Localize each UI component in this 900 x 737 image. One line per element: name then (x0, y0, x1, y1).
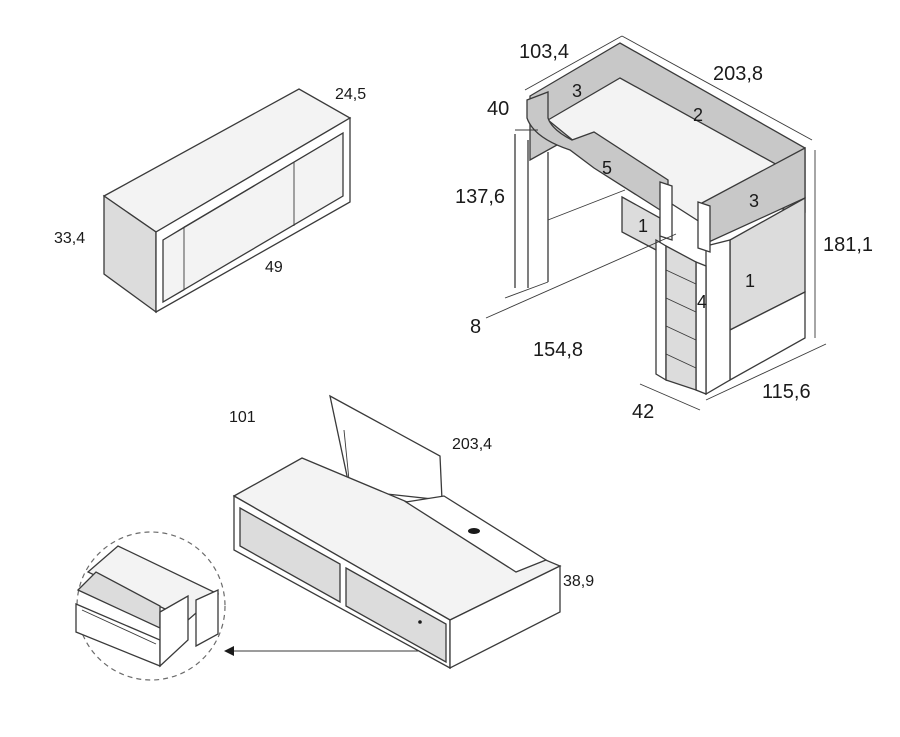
loft-total-height-label: 181,1 (823, 234, 873, 256)
shelf-height-label: 33,4 (54, 230, 85, 247)
ladder-left-rail (655, 238, 667, 382)
dim-length-line (621, 35, 813, 141)
bed-end-face (449, 564, 561, 670)
part-label: 3 (749, 191, 759, 211)
loft-desk-line (547, 189, 626, 221)
loft-side-depth-label: 115,6 (762, 381, 811, 403)
ladder-post-left (659, 181, 673, 241)
ladder-step (665, 325, 697, 341)
detail-frame-side (195, 588, 219, 648)
loft-depth-label: 103,4 (519, 41, 569, 63)
arrow-left-icon (224, 646, 234, 656)
dim-ladder-line (639, 383, 701, 411)
dim-side-line (705, 343, 827, 401)
ladder-step (665, 353, 697, 369)
bed-desk-flap (404, 495, 548, 573)
bed-height-label: 38,9 (563, 573, 594, 590)
loft-rail-height-label: 40 (487, 98, 509, 120)
loft-length-label: 203,8 (713, 63, 763, 85)
part-label: 4 (697, 292, 707, 312)
ladder-right-rail (695, 261, 707, 395)
drawer-knob-icon (418, 620, 422, 624)
part-label: 3 (572, 81, 582, 101)
bed-width-label: 101 (229, 409, 256, 426)
drawer-detail (75, 531, 226, 681)
bed-length-label: 203,4 (452, 436, 492, 453)
cable-hole-icon (468, 528, 480, 534)
bed-drawer-left (239, 506, 341, 604)
loft-plinth-label: 8 (470, 316, 481, 338)
bed-drawer-right (345, 566, 447, 664)
loft-front-length-label: 154,8 (533, 339, 583, 361)
shelf-unit: 24,5 33,4 49 (54, 86, 366, 314)
dim-plinth-leader (485, 233, 677, 319)
loft-desk-height-label: 137,6 (455, 186, 505, 208)
loft-ladder-width-label: 42 (632, 401, 654, 423)
part-label: 5 (602, 158, 612, 178)
ladder-back (665, 244, 697, 391)
shelf-width-label: 49 (265, 259, 283, 276)
part-label: 1 (638, 216, 648, 236)
loft-bed: 103,4 203,8 40 137,6 181,1 8 154,8 42 11… (455, 35, 873, 423)
storage-bed: 101 203,4 38,9 (224, 394, 594, 670)
dim-depth-line (524, 35, 623, 91)
detail-drawer-side (159, 594, 189, 668)
detail-drawer-inner (76, 571, 161, 630)
ladder-step (665, 269, 697, 285)
part-label: 1 (745, 271, 755, 291)
ladder-step (665, 297, 697, 313)
detail-groove (81, 609, 157, 645)
ladder-post-right (697, 201, 711, 253)
shelf-inner-left (162, 226, 185, 303)
dim-front-line (504, 281, 549, 299)
loft-front-post (705, 239, 731, 396)
shelf-depth-label: 24,5 (335, 86, 366, 103)
part-label: 2 (693, 105, 703, 125)
